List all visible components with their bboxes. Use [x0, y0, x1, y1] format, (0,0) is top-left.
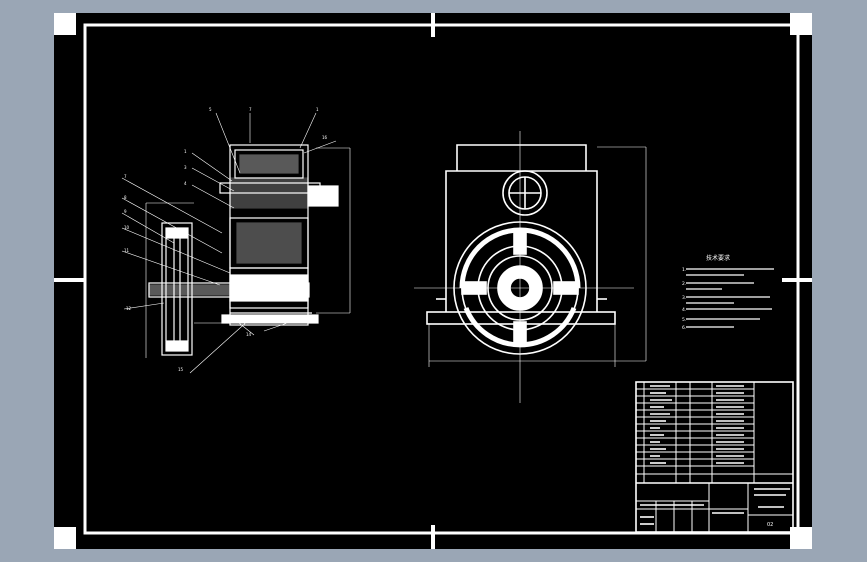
- center-mark-bottom: [431, 525, 435, 549]
- balloon-8: 8: [124, 195, 127, 200]
- output-shaft: [148, 282, 310, 298]
- shaft-boss: [307, 185, 339, 207]
- technical-requirements: 技术要求 1. 2. 3. 4. 5. 6.: [682, 254, 730, 331]
- base: [221, 314, 319, 324]
- tech-req-line-3: 3.: [682, 295, 686, 301]
- balloon-15: 15: [178, 367, 184, 372]
- balloon-4: 4: [184, 181, 187, 186]
- balloon-1b: 1: [184, 149, 187, 154]
- balloon-11: 11: [124, 248, 130, 253]
- balloon-16: 16: [322, 135, 328, 140]
- balloon-14: 14: [246, 332, 252, 337]
- wheel-section: [161, 222, 193, 356]
- housing-top: [234, 149, 304, 179]
- tech-req-line-5: 5.: [682, 317, 686, 323]
- corner-mark-bl: [54, 527, 76, 549]
- balloon-5: 5: [209, 107, 212, 112]
- balloon-9: 9: [124, 209, 127, 214]
- corner-mark-tr: [790, 13, 812, 35]
- tech-req-title: 技术要求: [706, 254, 730, 262]
- tech-req-scribbles: [686, 268, 774, 328]
- parts-list: [635, 381, 794, 533]
- tech-req-line-4: 4.: [682, 307, 686, 313]
- balloon-10: 10: [124, 225, 130, 230]
- balloon-1: 1: [316, 107, 319, 112]
- drawing-sheet: 5 7 1 16 1 3 4 7 8 9 10 11 12 14 15: [54, 13, 812, 549]
- corner-mark-tl: [54, 13, 76, 35]
- tech-req-line-2: 2.: [682, 281, 686, 287]
- inner-frame: [83, 23, 800, 535]
- top-cover: [456, 144, 587, 171]
- tech-req-line-6: 6.: [682, 325, 686, 331]
- balloon-7b: 7: [124, 174, 127, 179]
- balloon-labels: 5 7 1 16 1 3 4 7 8 9 10 11 12 14 15: [124, 107, 328, 372]
- balloon-7: 7: [249, 107, 252, 112]
- parts-list-entries: [640, 385, 790, 525]
- front-view-centerlines: [414, 131, 647, 403]
- balloon-12: 12: [126, 306, 132, 311]
- tech-req-line-1: 1.: [682, 267, 686, 273]
- section-view: [121, 112, 351, 374]
- cad-drawing: 5 7 1 16 1 3 4 7 8 9 10 11 12 14 15: [83, 23, 800, 535]
- center-mark-left: [54, 278, 84, 282]
- balloon-3: 3: [184, 165, 187, 170]
- drawing-number: 02: [767, 522, 773, 528]
- front-view: [426, 144, 616, 355]
- input-gear: [502, 170, 548, 216]
